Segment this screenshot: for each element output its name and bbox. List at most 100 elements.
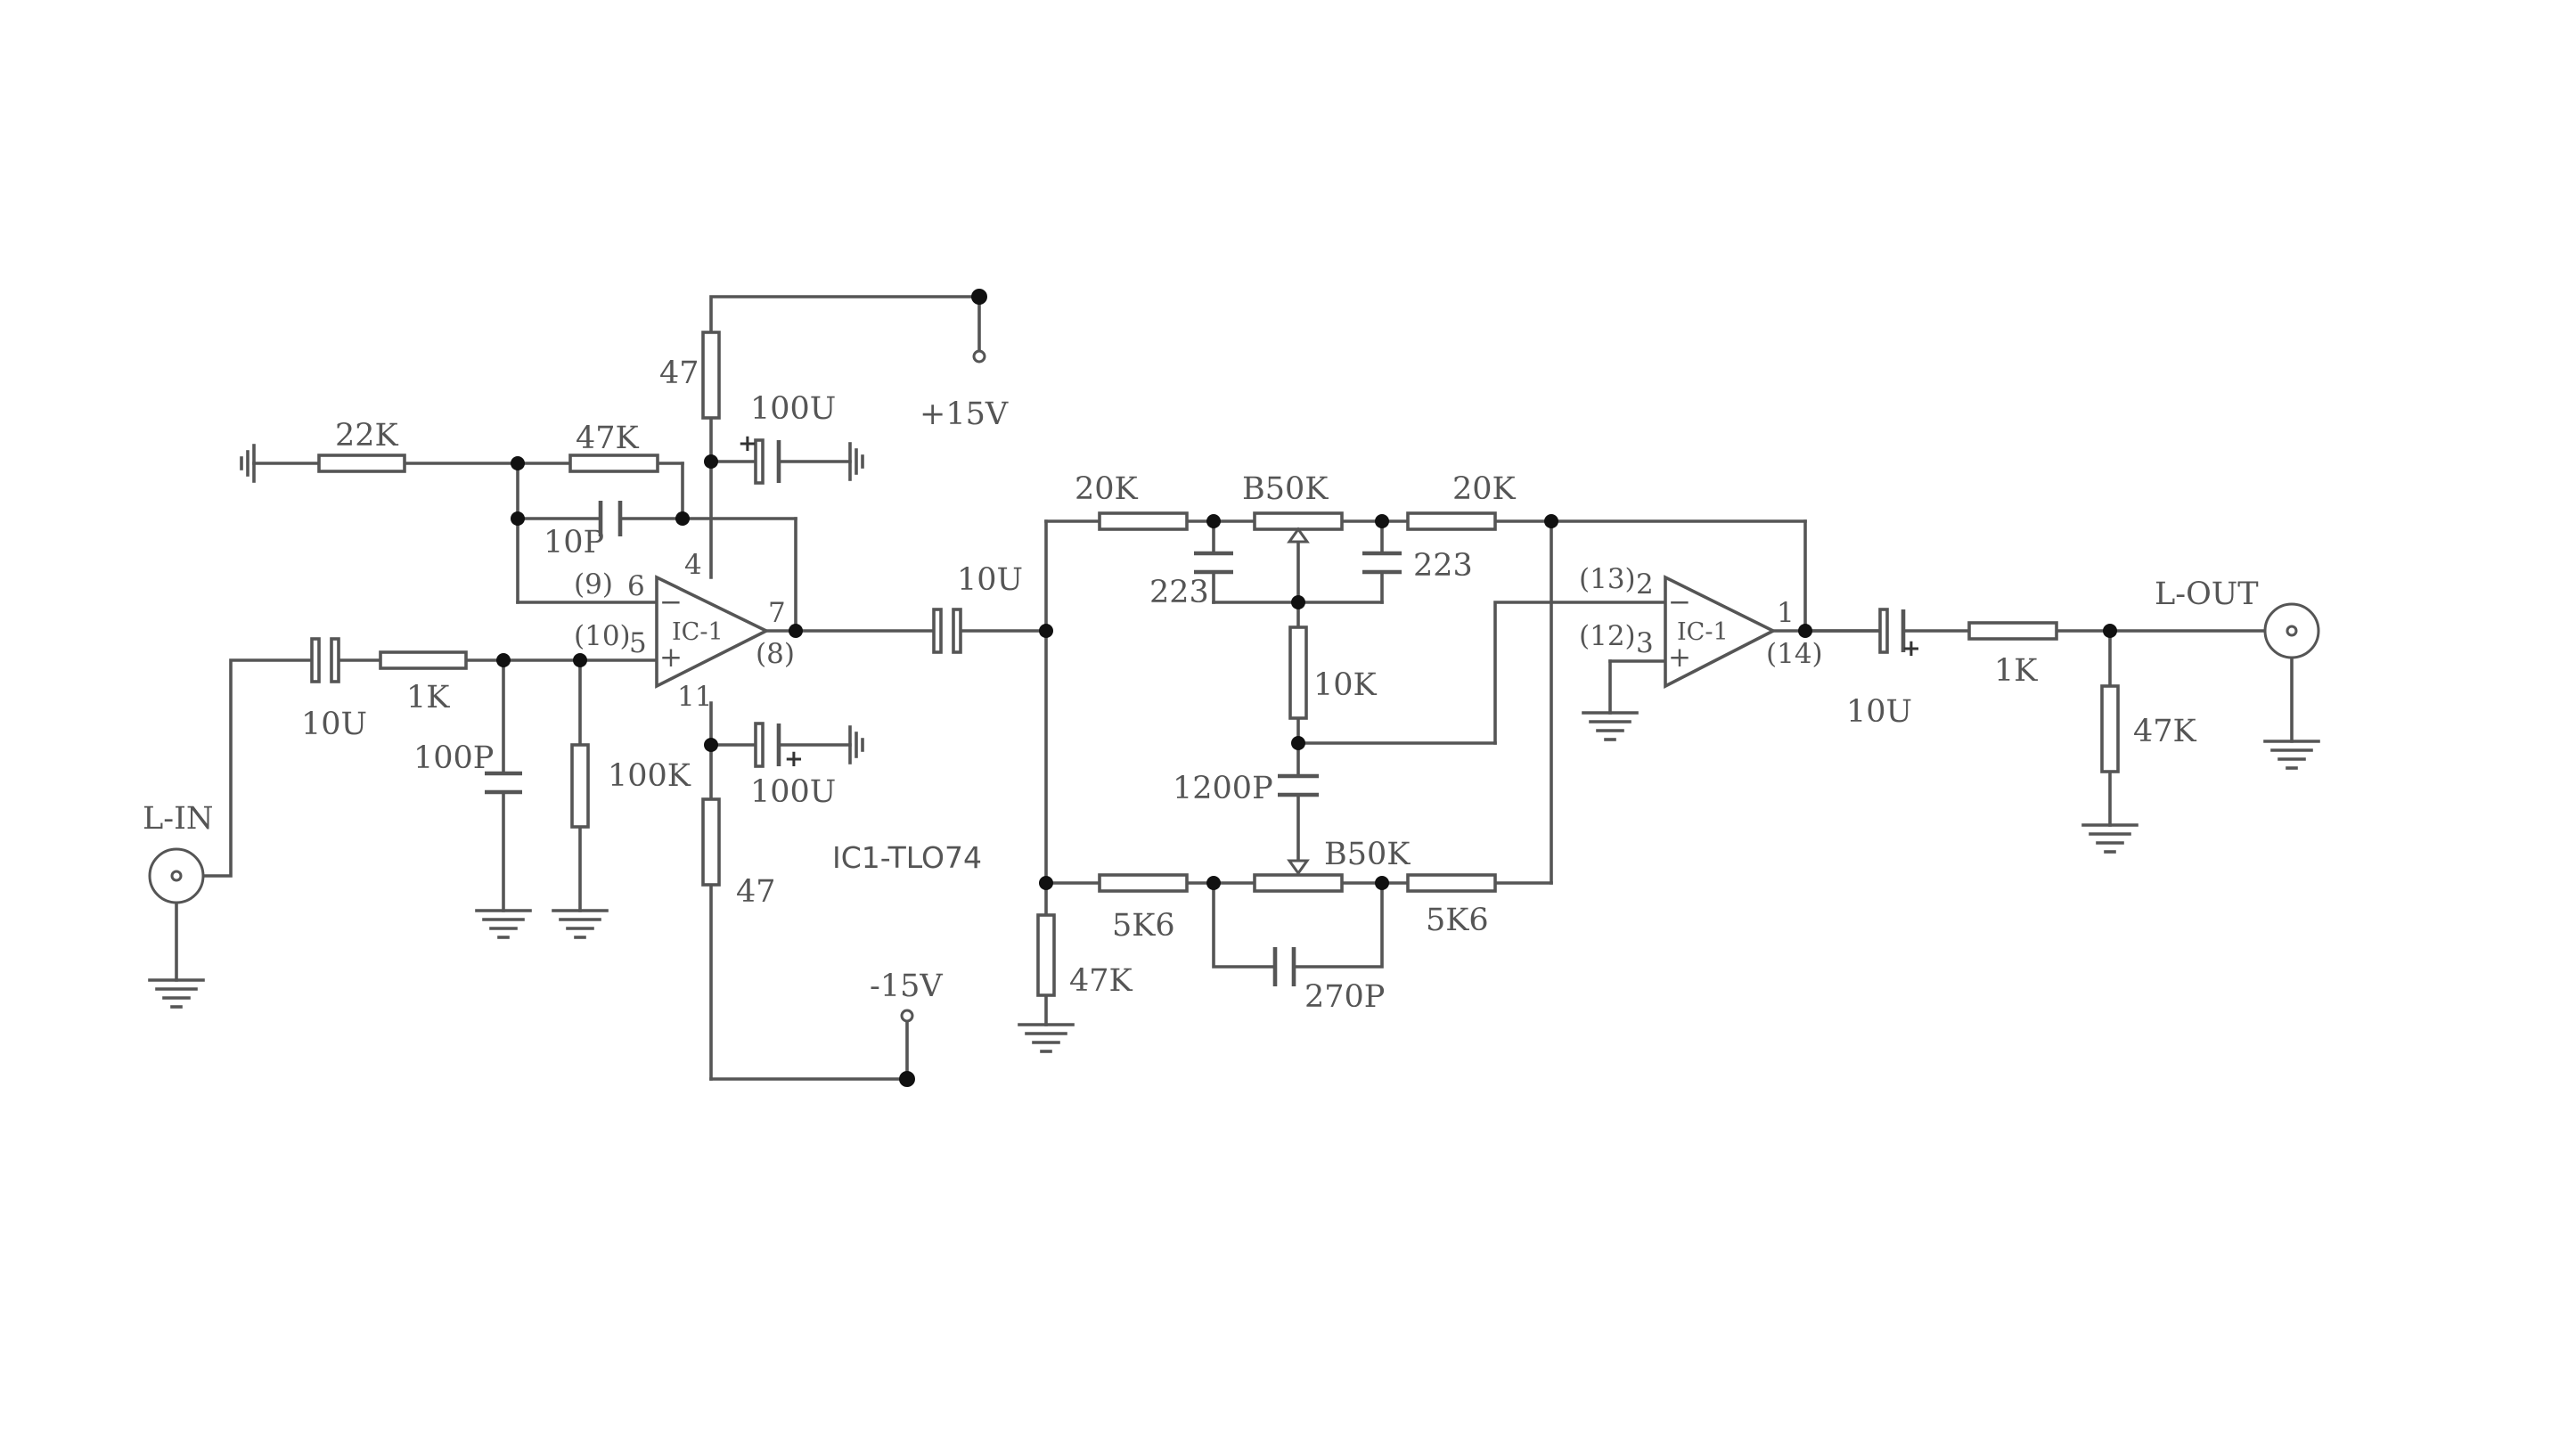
resistor-47-bottom — [701, 797, 721, 887]
label-10u-output: 10U — [1846, 694, 1912, 730]
label-10u-coupling: 10U — [957, 562, 1023, 598]
opamp-1: IC-1 − + — [655, 575, 771, 689]
wiper-arrow-bass — [1287, 527, 1310, 544]
capacitor-1200p — [1278, 773, 1319, 797]
opamp2-plus-sign: + — [1668, 642, 1691, 674]
opamp1-pin-7: 7 — [768, 597, 786, 629]
opamp2-pin-3: 3 — [1636, 627, 1654, 659]
junction-dots — [496, 289, 2117, 1087]
opamp2-pin-2: 2 — [1636, 568, 1654, 601]
polarity-marks: + + + — [738, 430, 1921, 773]
label-47k-feedback: 47K — [576, 421, 640, 456]
capacitor-100u-top — [754, 438, 781, 485]
opamp2-pin-12: (12) — [1579, 620, 1636, 652]
capacitor-223-right — [1362, 551, 1402, 575]
label-1200p: 1200P — [1173, 771, 1273, 806]
label-5k6-right: 5K6 — [1426, 903, 1489, 938]
resistor-1k-output — [1967, 621, 2058, 641]
ground-opamp2 — [1582, 711, 1639, 741]
resistor-100k — [570, 743, 590, 829]
opamp1-pin-10: (10) — [574, 620, 631, 652]
label-10u-input: 10U — [301, 707, 367, 742]
label-b50k-treble: B50K — [1324, 837, 1411, 872]
capacitor-10p — [598, 501, 623, 536]
label-20k-left: 20K — [1075, 471, 1139, 507]
rca-output-jack — [2263, 602, 2320, 659]
opamp1-pin-6: 6 — [627, 570, 645, 602]
label-47k-output: 47K — [2133, 714, 2197, 749]
opamp1-pin-5: 5 — [629, 627, 647, 659]
ground-100k — [552, 909, 609, 939]
opamp1-pin-8: (8) — [756, 638, 795, 670]
potentiometer-b50k-treble — [1253, 873, 1344, 893]
opamp1-pin-9: (9) — [574, 568, 613, 601]
opamp1-label: IC-1 — [672, 618, 724, 646]
label-1k-input: 1K — [406, 680, 450, 715]
ground-100u-bottom — [848, 725, 864, 764]
ground-100u-top — [848, 442, 864, 481]
capacitor-100p — [485, 771, 522, 795]
opamp1-plus-sign: + — [659, 642, 683, 674]
label-ic-note: IC1-TLO74 — [832, 840, 982, 875]
label-l-out: L-OUT — [2155, 576, 2259, 612]
opamp2-pin-13: (13) — [1579, 563, 1636, 595]
opamp2-label: IC-1 — [1677, 618, 1729, 646]
ground-100p — [475, 909, 532, 939]
label-minus-15v: -15V — [870, 969, 943, 1004]
label-b50k-bass: B50K — [1242, 471, 1329, 507]
label-270p: 270P — [1304, 979, 1385, 1015]
component-labels: 22K 47K 10P 47 100U +15V 10U 1K 100P 100… — [143, 356, 2259, 1015]
label-plus-15v: +15V — [920, 396, 1009, 432]
resistor-5k6-left — [1098, 873, 1189, 893]
label-l-in: L-IN — [143, 801, 214, 837]
polarity-plus-100u-top: + — [738, 430, 757, 457]
resistor-5k6-right — [1406, 873, 1497, 893]
label-5k6-left: 5K6 — [1112, 908, 1175, 944]
label-47-top: 47 — [659, 356, 699, 391]
resistor-47-top — [701, 331, 721, 420]
opamp1-pin-11: 11 — [677, 681, 712, 713]
resistor-47k-feedback — [568, 454, 659, 473]
ground-l-in — [148, 978, 205, 1009]
capacitor-270p — [1272, 947, 1296, 986]
terminal-plus-15v — [972, 349, 986, 364]
opamp1-pin-labels: 6 (9) 5 (10) 4 11 7 (8) — [574, 549, 795, 713]
ground-47k-output — [2081, 823, 2138, 854]
wiper-arrow-treble — [1287, 859, 1310, 876]
grounds — [148, 442, 2320, 1053]
label-1k-output: 1K — [1994, 653, 2038, 689]
label-10k: 10K — [1313, 667, 1378, 703]
ground-47k-tone — [1018, 1023, 1075, 1053]
label-20k-right: 20K — [1452, 471, 1517, 507]
opamp2-minus-sign: − — [1668, 586, 1691, 618]
label-223-right: 223 — [1413, 548, 1473, 584]
polarity-plus-100u-bottom: + — [784, 746, 804, 773]
capacitor-100u-bottom — [754, 722, 781, 768]
opamp1-pin-4: 4 — [684, 549, 702, 581]
label-47k-tone-ground: 47K — [1069, 963, 1133, 999]
terminal-minus-15v — [900, 1009, 914, 1023]
label-100u-top: 100U — [750, 391, 836, 427]
resistor-47k-output — [2100, 684, 2120, 773]
resistor-22k — [317, 454, 406, 473]
resistor-20k-left — [1098, 511, 1189, 531]
label-47-bottom: 47 — [736, 874, 776, 910]
resistor-10k — [1288, 625, 1308, 720]
ground-22k-left — [240, 444, 256, 483]
opamp2-pin-1: 1 — [1777, 597, 1795, 629]
opamp1-minus-sign: − — [659, 586, 683, 618]
capacitor-10u-coupling — [932, 608, 962, 654]
opamp2-pin-labels: (13) 2 (12) 3 1 (14) — [1579, 563, 1823, 670]
wires — [175, 295, 2294, 1081]
capacitor-10u-output — [1878, 608, 1906, 654]
capacitor-223-left — [1194, 551, 1233, 575]
resistor-47k-tone-ground — [1036, 913, 1056, 997]
label-100u-bottom: 100U — [750, 774, 836, 810]
resistors — [317, 331, 2120, 997]
opamp-2: IC-1 − + — [1664, 575, 1777, 689]
capacitor-10u-input — [310, 637, 340, 683]
label-22k: 22K — [335, 418, 399, 454]
label-100k: 100K — [608, 758, 691, 794]
pot-wipers — [1287, 527, 1310, 876]
